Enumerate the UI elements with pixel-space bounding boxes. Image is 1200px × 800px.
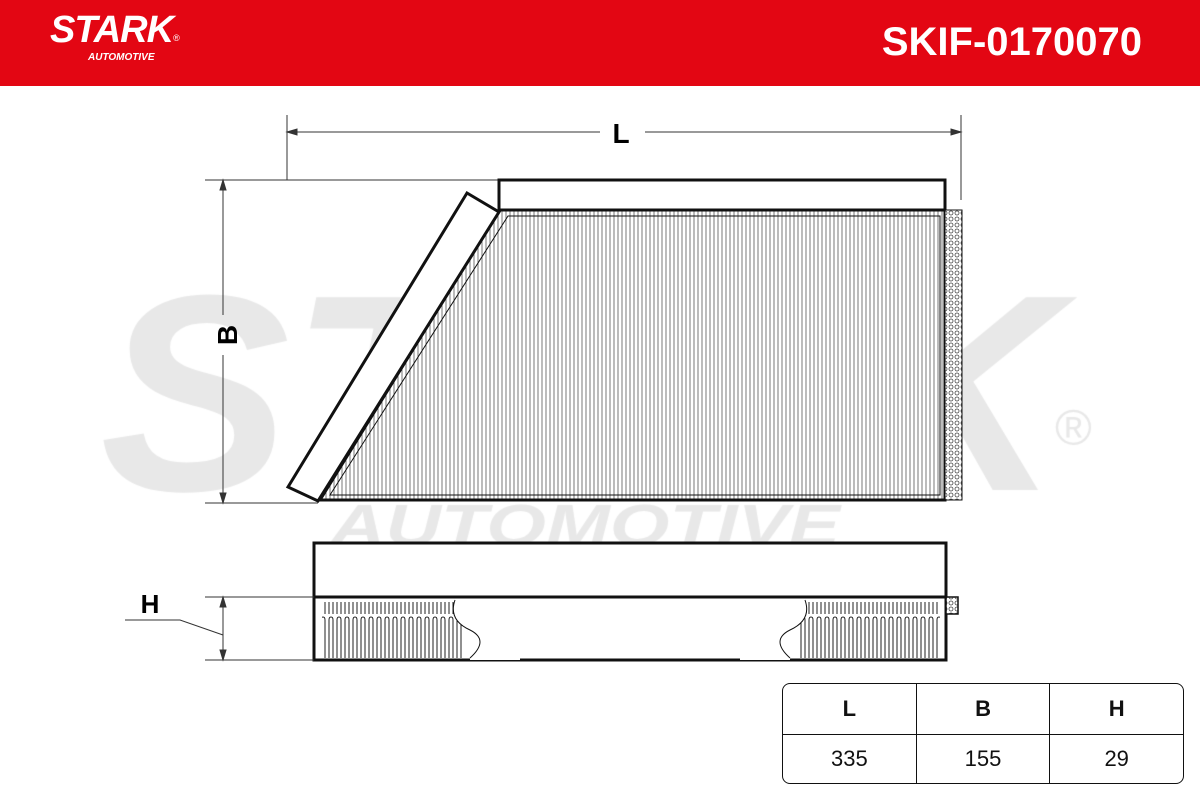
label-h: H [141,589,160,619]
header-bar: STARK® AUTOMOTIVE SKIF-0170070 [0,0,1200,86]
value-l: 335 [830,746,868,772]
registered-mark: ® [173,32,180,43]
brand-logo: STARK® AUTOMOTIVE [50,9,180,63]
filter-side-view [312,541,959,662]
value-b: 155 [915,734,1050,783]
dimension-h [125,595,314,662]
label-l: L [612,118,629,149]
header-l: L [842,695,857,721]
brand-name: STARK [50,9,174,51]
dimension-b [205,178,499,505]
dimension-l [285,115,963,200]
header-h: H [1049,684,1183,734]
table-header-row: L B H [783,684,1183,734]
brand-subtitle: AUTOMOTIVE [88,52,155,63]
label-b: B [212,325,243,345]
dimensions-table: L B H 335 155 29 [782,683,1184,784]
table-row: 335 155 29 [783,733,1183,783]
value-h: 29 [1049,734,1183,783]
filter-top-view [285,178,963,503]
header-b: B [915,684,1050,734]
part-number: SKIF-0170070 [881,20,1142,64]
